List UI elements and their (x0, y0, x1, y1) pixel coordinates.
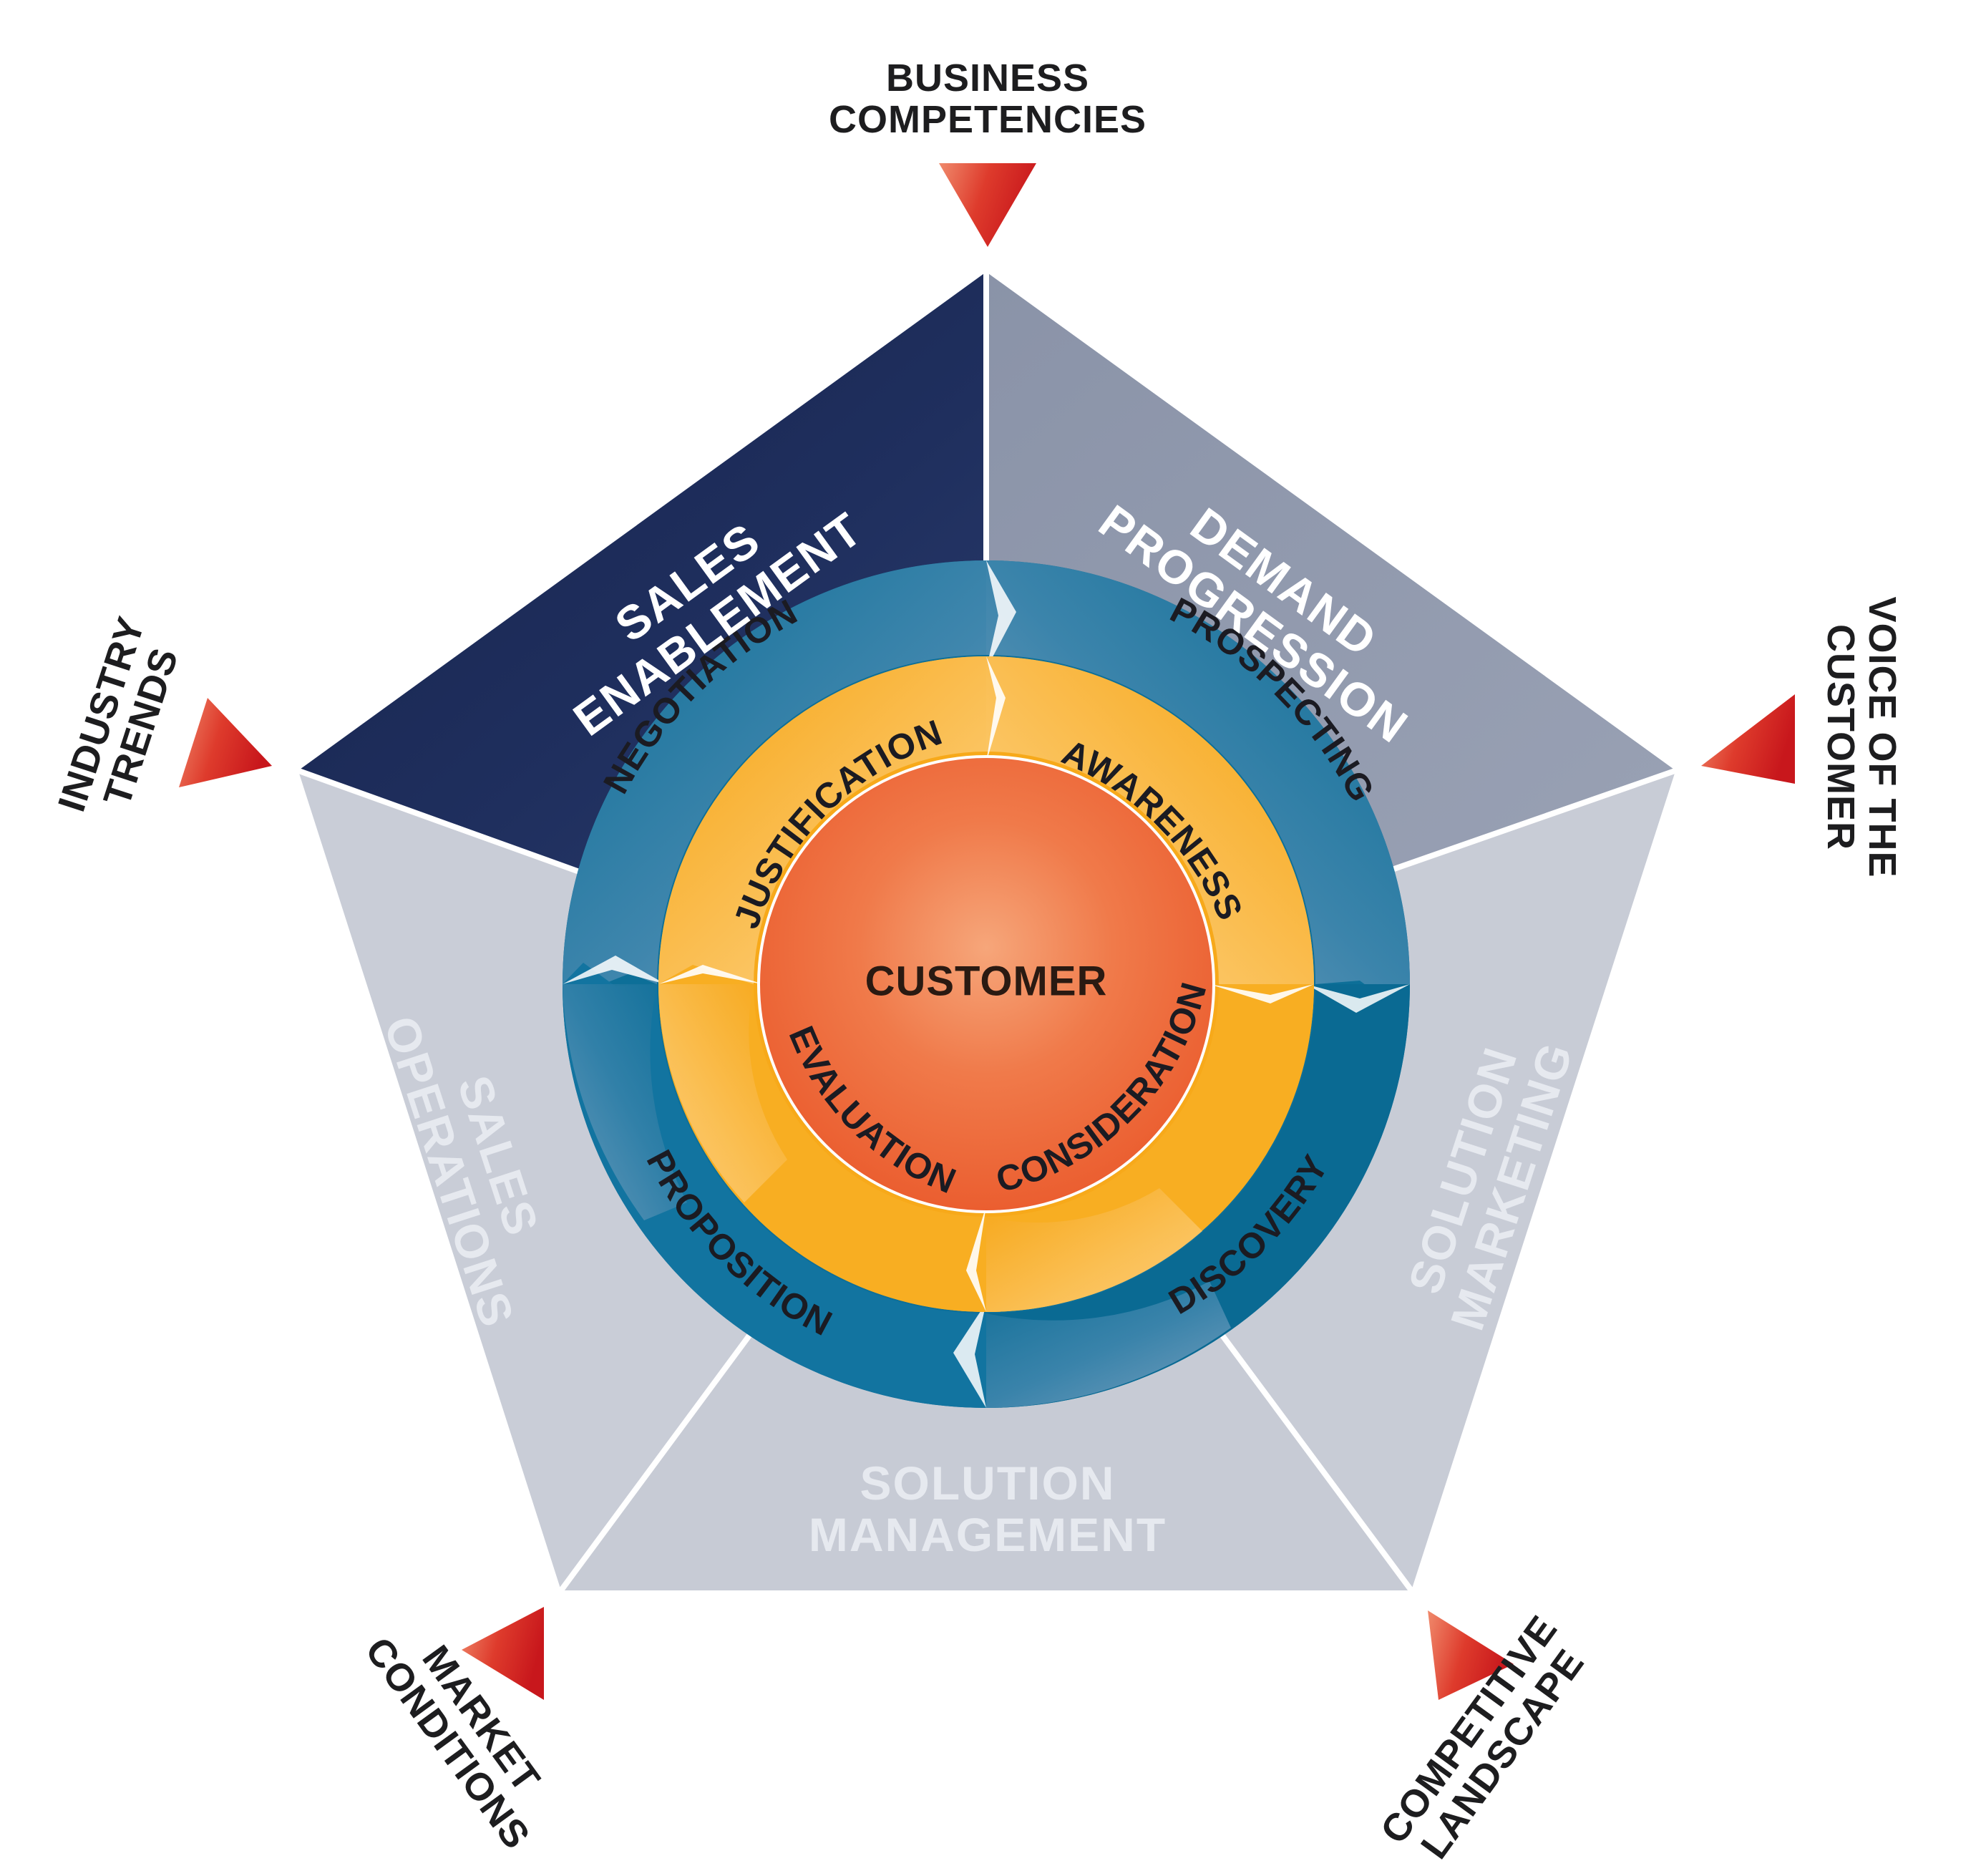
pentagon (291, 265, 1683, 1596)
business-competencies-line-1: BUSINESS (886, 57, 1089, 99)
arrow-notch-top (986, 560, 1016, 669)
sector-solution-management (559, 1328, 1413, 1593)
arrow-notch-right (1306, 984, 1410, 1013)
inner-segment-awareness (986, 656, 1314, 1002)
solution-management-line-1: SOLUTION (860, 1457, 1116, 1510)
sector-sales-operations (295, 769, 755, 1593)
business-competencies-line-2: COMPETENCIES (829, 98, 1147, 141)
triangle-business-competencies (939, 163, 1036, 247)
inner-notch-left (658, 965, 763, 984)
sector-solution-marketing (1217, 769, 1679, 1593)
inner-segment-consideration-shade (986, 1188, 1202, 1313)
solution-management-line-2: MANAGEMENT (809, 1508, 1167, 1561)
external-force-triangles (179, 163, 1795, 1700)
voice-of-customer-line-2: CUSTOMER (1819, 624, 1862, 850)
label-business-competencies: BUSINESS COMPETENCIES (829, 57, 1147, 141)
label-industry-trends: INDUSTRY TRENDS (50, 611, 187, 817)
inner-notch-top (986, 656, 1006, 762)
inner-notch-bottom (966, 1206, 986, 1312)
triangle-competitive-landscape (1428, 1610, 1514, 1700)
sector-dividers (291, 265, 1683, 1596)
triangle-voice-of-customer (1701, 694, 1795, 784)
voice-of-customer-line-1: VOICE OF THE (1861, 596, 1904, 878)
core-label: CUSTOMER (865, 958, 1108, 1004)
triangle-market-conditions (462, 1607, 544, 1700)
arrow-notch-left (563, 956, 666, 984)
sector-demand-progression (986, 268, 1679, 870)
inner-notch-right (1209, 984, 1314, 1003)
triangle-industry-trends (179, 698, 272, 787)
sector-sales-enablement (295, 268, 986, 873)
ring-segment-prospecting (986, 560, 1410, 1002)
customer-core (757, 755, 1215, 1213)
ring-segment-discovery (966, 984, 1410, 1408)
inner-segment-justification (658, 656, 1006, 984)
inner-segment-evaluation-shade (658, 984, 787, 1202)
ring-segment-proposition-shade (563, 984, 687, 1220)
label-solution-management: SOLUTION MANAGEMENT (809, 1457, 1167, 1561)
ring-segment-negotiation (563, 560, 1008, 988)
ring-segment-discovery-arrowhead (948, 1281, 1231, 1408)
ring-segment-proposition (563, 963, 986, 1408)
arrow-notch-bottom (953, 1303, 986, 1408)
label-voice-of-customer: VOICE OF THE CUSTOMER (1819, 596, 1904, 878)
